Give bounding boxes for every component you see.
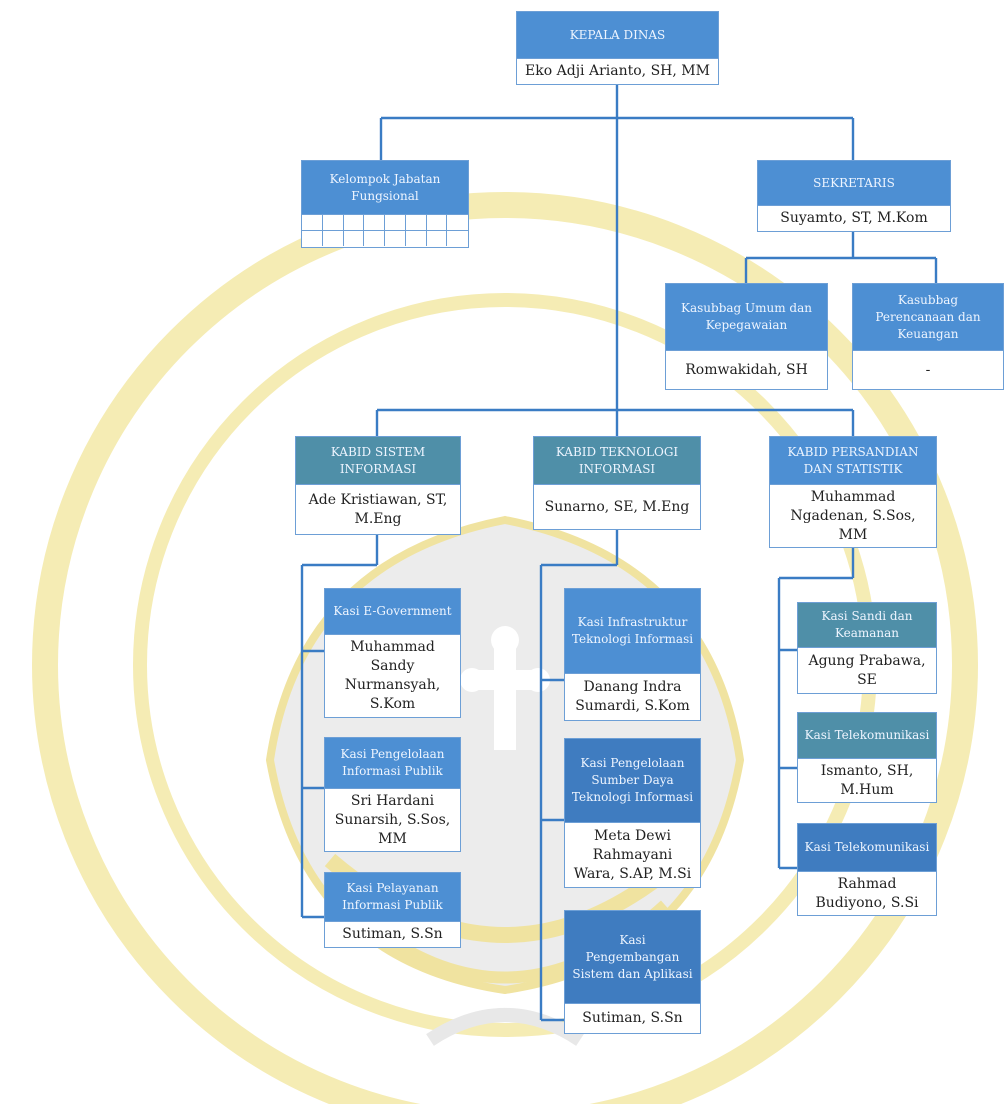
kasi-sandi-name: Agung Prabawa, SE [798, 647, 936, 693]
kasubbag-perencanaan-name: - [853, 350, 1003, 389]
kasi-telkom-1-box: Kasi Telekomunikasi Ismanto, SH, M.Hum [797, 712, 937, 803]
fungsional-grid [302, 214, 468, 246]
kasi-sandi-title: Kasi Sandi dan Keamanan [798, 603, 936, 647]
kasubbag-umum-title: Kasubbag Umum dan Kepegawaian [666, 284, 827, 350]
kasubbag-perencanaan-box: Kasubbag Perencanaan dan Keuangan - [852, 283, 1004, 390]
kepala-dinas-title: KEPALA DINAS [517, 12, 718, 58]
kasi-layanan-box: Kasi Pelayanan Informasi Publik Sutiman,… [324, 872, 461, 948]
kasi-sdti-title: Kasi Pengelolaan Sumber Daya Teknologi I… [565, 739, 700, 822]
kepala-dinas-box: KEPALA DINAS Eko Adji Arianto, SH, MM [516, 11, 719, 85]
kasi-telkom-2-name: Rahmad Budiyono, S.Si [798, 871, 936, 915]
fungsional-box: Kelompok Jabatan Fungsional [301, 160, 469, 248]
kabid-ti-box: KABID TEKNOLOGI INFORMASI Sunarno, SE, M… [533, 436, 701, 530]
kasi-sandi-box: Kasi Sandi dan Keamanan Agung Prabawa, S… [797, 602, 937, 694]
kasi-layanan-title: Kasi Pelayanan Informasi Publik [325, 873, 460, 921]
kasi-telkom-2-box: Kasi Telekomunikasi Rahmad Budiyono, S.S… [797, 823, 937, 916]
fungsional-title: Kelompok Jabatan Fungsional [302, 161, 468, 214]
kasi-telkom-2-title: Kasi Telekomunikasi [798, 824, 936, 871]
kasi-pip-name: Sri Hardani Sunarsih, S.Sos, MM [325, 788, 460, 851]
kasubbag-perencanaan-title: Kasubbag Perencanaan dan Keuangan [853, 284, 1003, 350]
kasi-infra-box: Kasi Infrastruktur Teknologi Informasi D… [564, 588, 701, 721]
kasi-sdti-name: Meta Dewi Rahmayani Wara, S.AP, M.Si [565, 822, 700, 887]
sekretaris-box: SEKRETARIS Suyamto, ST, M.Kom [757, 160, 951, 232]
kasi-psa-box: Kasi Pengembangan Sistem dan Aplikasi Su… [564, 910, 701, 1034]
kabid-si-box: KABID SISTEM INFORMASI Ade Kristiawan, S… [295, 436, 461, 535]
kasi-pip-box: Kasi Pengelolaan Informasi Publik Sri Ha… [324, 737, 461, 852]
kasi-egov-name: Muhammad Sandy Nurmansyah, S.Kom [325, 634, 460, 717]
kasubbag-umum-box: Kasubbag Umum dan Kepegawaian Romwakidah… [665, 283, 828, 390]
kasi-egov-box: Kasi E-Government Muhammad Sandy Nurmans… [324, 588, 461, 718]
kabid-ps-title: KABID PERSANDIAN DAN STATISTIK [770, 437, 936, 484]
kasi-egov-title: Kasi E-Government [325, 589, 460, 634]
kasi-psa-name: Sutiman, S.Sn [565, 1003, 700, 1033]
kasi-pip-title: Kasi Pengelolaan Informasi Publik [325, 738, 460, 788]
kasi-psa-title: Kasi Pengembangan Sistem dan Aplikasi [565, 911, 700, 1003]
kabid-ps-name: Muhammad Ngadenan, S.Sos, MM [770, 484, 936, 547]
kabid-ti-title: KABID TEKNOLOGI INFORMASI [534, 437, 700, 484]
kasi-infra-title: Kasi Infrastruktur Teknologi Informasi [565, 589, 700, 673]
kasi-telkom-1-name: Ismanto, SH, M.Hum [798, 758, 936, 802]
kasi-telkom-1-title: Kasi Telekomunikasi [798, 713, 936, 758]
kasi-sdti-box: Kasi Pengelolaan Sumber Daya Teknologi I… [564, 738, 701, 888]
kasi-layanan-name: Sutiman, S.Sn [325, 921, 460, 947]
kasubbag-umum-name: Romwakidah, SH [666, 350, 827, 389]
kabid-si-title: KABID SISTEM INFORMASI [296, 437, 460, 484]
kepala-dinas-name: Eko Adji Arianto, SH, MM [517, 58, 718, 84]
kasi-infra-name: Danang Indra Sumardi, S.Kom [565, 673, 700, 720]
sekretaris-title: SEKRETARIS [758, 161, 950, 205]
kabid-ti-name: Sunarno, SE, M.Eng [534, 484, 700, 529]
sekretaris-name: Suyamto, ST, M.Kom [758, 205, 950, 231]
kabid-si-name: Ade Kristiawan, ST, M.Eng [296, 484, 460, 534]
kabid-ps-box: KABID PERSANDIAN DAN STATISTIK Muhammad … [769, 436, 937, 548]
